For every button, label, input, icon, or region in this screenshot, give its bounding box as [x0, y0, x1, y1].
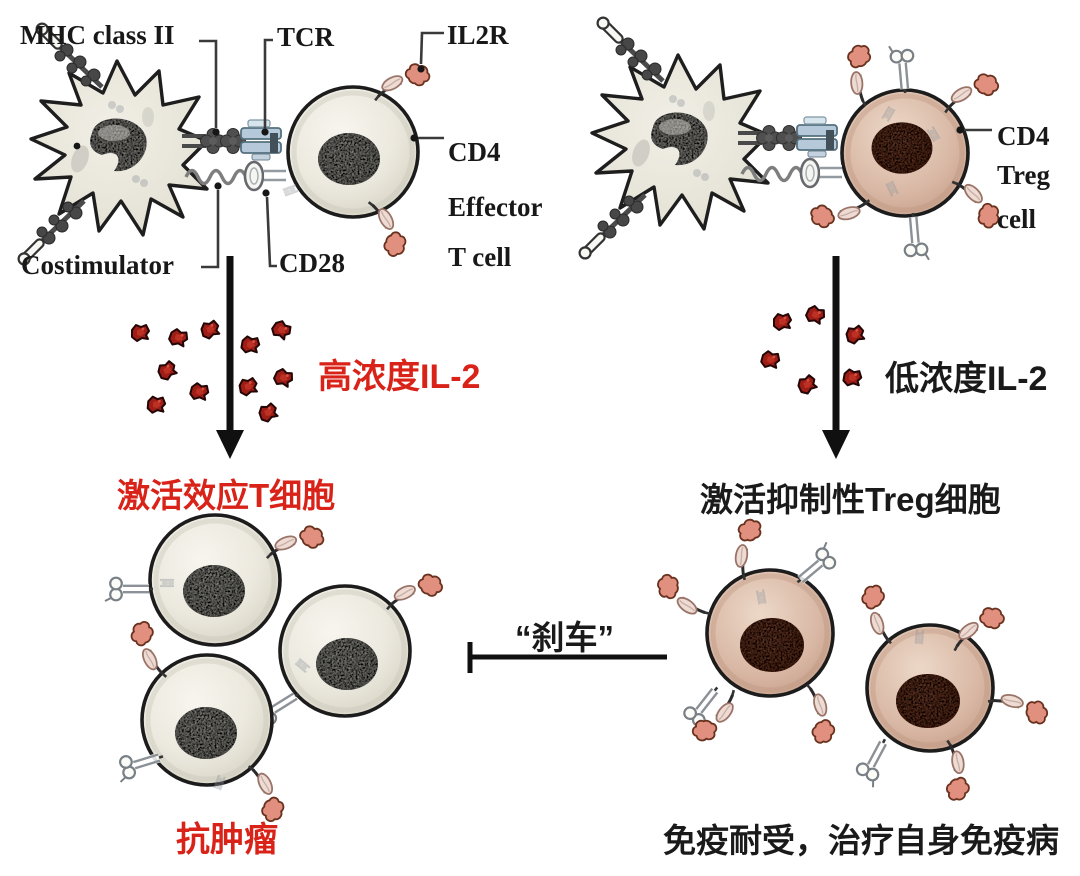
label-brake: “刹车” [515, 619, 614, 656]
il2-cluster-low [759, 303, 867, 397]
effector-t-cell-top [281, 87, 418, 217]
label-cd4-left: CD4 [448, 137, 501, 167]
label-antitumor: 抗肿瘤 [176, 820, 278, 859]
label-effector: Effector [448, 192, 542, 222]
label-il2r: IL2R [447, 20, 509, 50]
effector-t-cell-group [103, 511, 448, 827]
down-arrow-right [822, 256, 850, 459]
label-activate-effector: 激活效应T细胞 [117, 477, 335, 514]
label-t-cell: T cell [448, 242, 512, 272]
treg-cell-a [651, 515, 851, 749]
label-costimulator: Costimulator [21, 250, 174, 280]
label-cell: cell [997, 204, 1036, 234]
treg-cell-b [846, 579, 1051, 806]
apc-cell-left [16, 21, 207, 266]
treg-cell-group [651, 515, 1051, 806]
synapse-left [182, 120, 286, 190]
label-lines-right [956, 126, 992, 134]
label-high-il2: 高浓度IL-2 [318, 358, 480, 396]
label-activate-treg: 激活抑制性Treg细胞 [700, 481, 1001, 518]
label-tcr: TCR [277, 22, 335, 52]
label-low-il2: 低浓度IL-2 [885, 360, 1047, 398]
label-treg: Treg [997, 160, 1050, 190]
label-cd28: CD28 [279, 248, 345, 278]
label-immune-tolerance: 免疫耐受，治疗自身免疫病 [663, 822, 1059, 859]
label-lines-left [73, 31, 444, 269]
effector-cell-c [112, 616, 299, 827]
down-arrow-left [216, 256, 244, 459]
membrane-ghost-receptor [281, 184, 300, 197]
il2-cluster-high [131, 317, 296, 425]
apc-cell-right [577, 15, 768, 260]
label-cd4-right: CD4 [997, 121, 1050, 151]
label-mhc-class-ii: MHC class II [20, 20, 175, 50]
inhibition-arrow [467, 642, 667, 673]
